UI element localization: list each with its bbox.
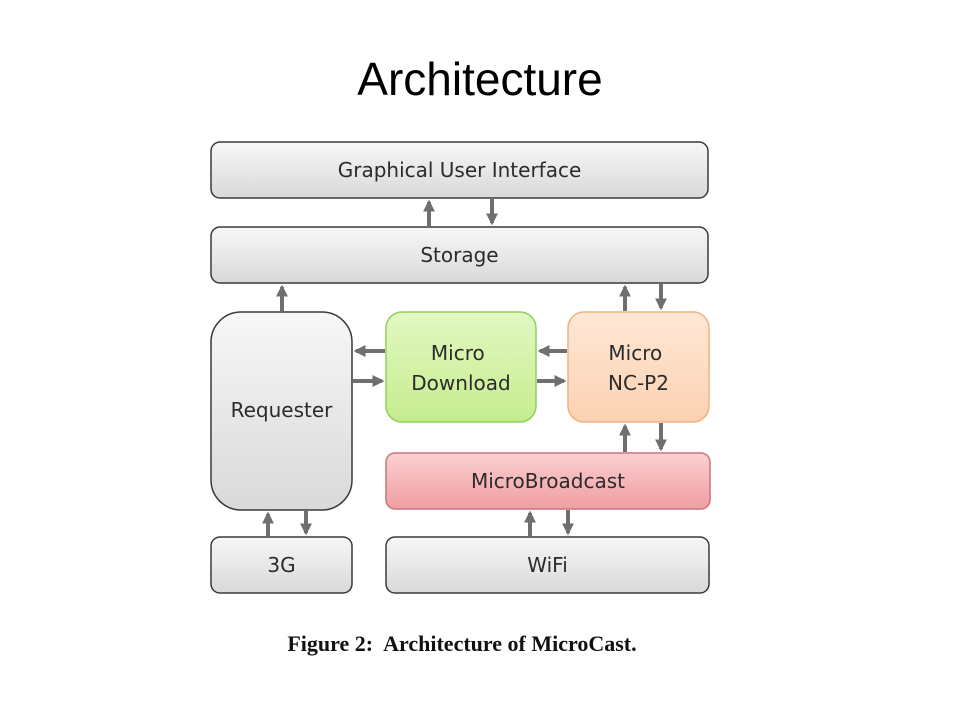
microbroadcast-box: MicroBroadcast xyxy=(385,452,711,510)
requester-label: Requester xyxy=(231,398,334,422)
storage-box: Storage xyxy=(210,226,709,284)
micro-ncp2-label-line1: Micro xyxy=(608,341,662,365)
figure-caption-text: Architecture of MicroCast. xyxy=(383,631,637,656)
micro-download-box: Micro Download xyxy=(385,311,537,423)
svg-text:Micro NC-P2: Micro NC-P2 xyxy=(608,341,669,395)
cellular-3g-label: 3G xyxy=(267,553,295,577)
gui-box: Graphical User Interface xyxy=(210,141,709,199)
microbroadcast-label: MicroBroadcast xyxy=(471,469,625,493)
svg-text:Micro Download: Micro Download xyxy=(411,341,510,395)
requester-box: Requester xyxy=(210,311,353,511)
figure-caption: Figure 2: Architecture of MicroCast. xyxy=(0,633,924,655)
storage-label: Storage xyxy=(420,243,498,267)
gui-label: Graphical User Interface xyxy=(338,158,582,182)
arrows-group xyxy=(262,199,667,536)
wifi-box: WiFi xyxy=(385,536,710,594)
slide-title: Architecture xyxy=(357,53,603,105)
wifi-label: WiFi xyxy=(527,553,568,577)
micro-download-label-line2: Download xyxy=(411,371,510,395)
micro-ncp2-box: Micro NC-P2 xyxy=(567,311,710,423)
micro-ncp2-label-line2: NC-P2 xyxy=(608,371,669,395)
micro-download-label-line1: Micro xyxy=(431,341,485,365)
cellular-3g-box: 3G xyxy=(210,536,353,594)
figure-number: Figure 2: xyxy=(287,631,374,656)
